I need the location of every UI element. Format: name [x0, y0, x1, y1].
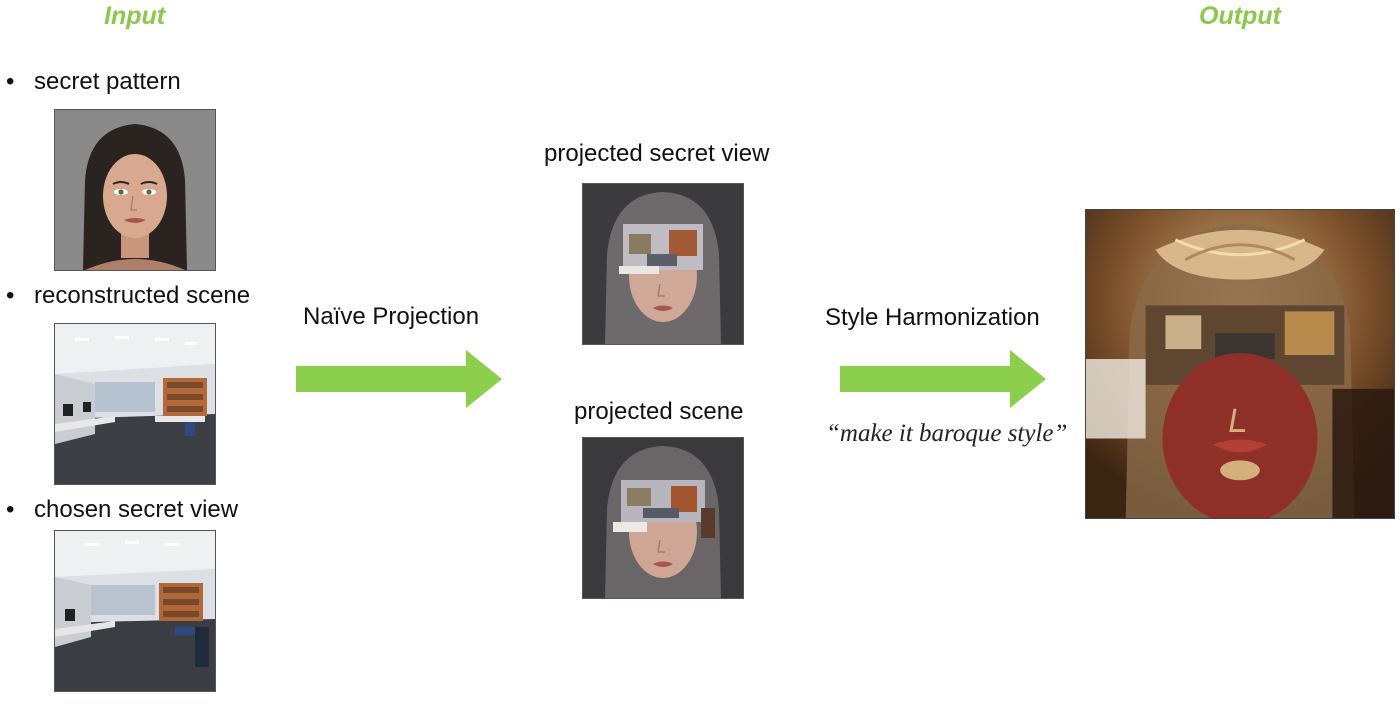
style-harmonization-label: Style Harmonization [825, 304, 1040, 331]
output-image [1085, 209, 1395, 519]
input-heading: Input [104, 2, 166, 30]
projected-scene-image [582, 437, 744, 599]
right-arrow-icon [296, 350, 502, 408]
output-heading: Output [1199, 2, 1281, 30]
style-prompt-text: “make it baroque style” [826, 420, 1068, 447]
input-item-reconstructed-scene: • reconstructed scene [6, 282, 250, 310]
reconstructed-scene-label: reconstructed scene [34, 282, 251, 309]
secret-pattern-image [54, 109, 216, 271]
bullet: • [6, 282, 15, 309]
projected-scene-label: projected scene [574, 398, 744, 425]
chosen-secret-view-image [54, 530, 216, 692]
bullet: • [6, 496, 15, 523]
naive-projection-label: Naïve Projection [303, 303, 480, 330]
reconstructed-scene-image [54, 323, 216, 485]
projected-secret-view-label: projected secret view [544, 140, 770, 167]
secret-pattern-label: secret pattern [34, 68, 181, 95]
right-arrow-icon [840, 350, 1046, 408]
projected-secret-view-image [582, 183, 744, 345]
input-item-secret-pattern: • secret pattern [6, 68, 181, 96]
input-item-chosen-secret-view: • chosen secret view [6, 496, 238, 524]
chosen-secret-view-label: chosen secret view [34, 496, 239, 523]
bullet: • [6, 68, 15, 95]
